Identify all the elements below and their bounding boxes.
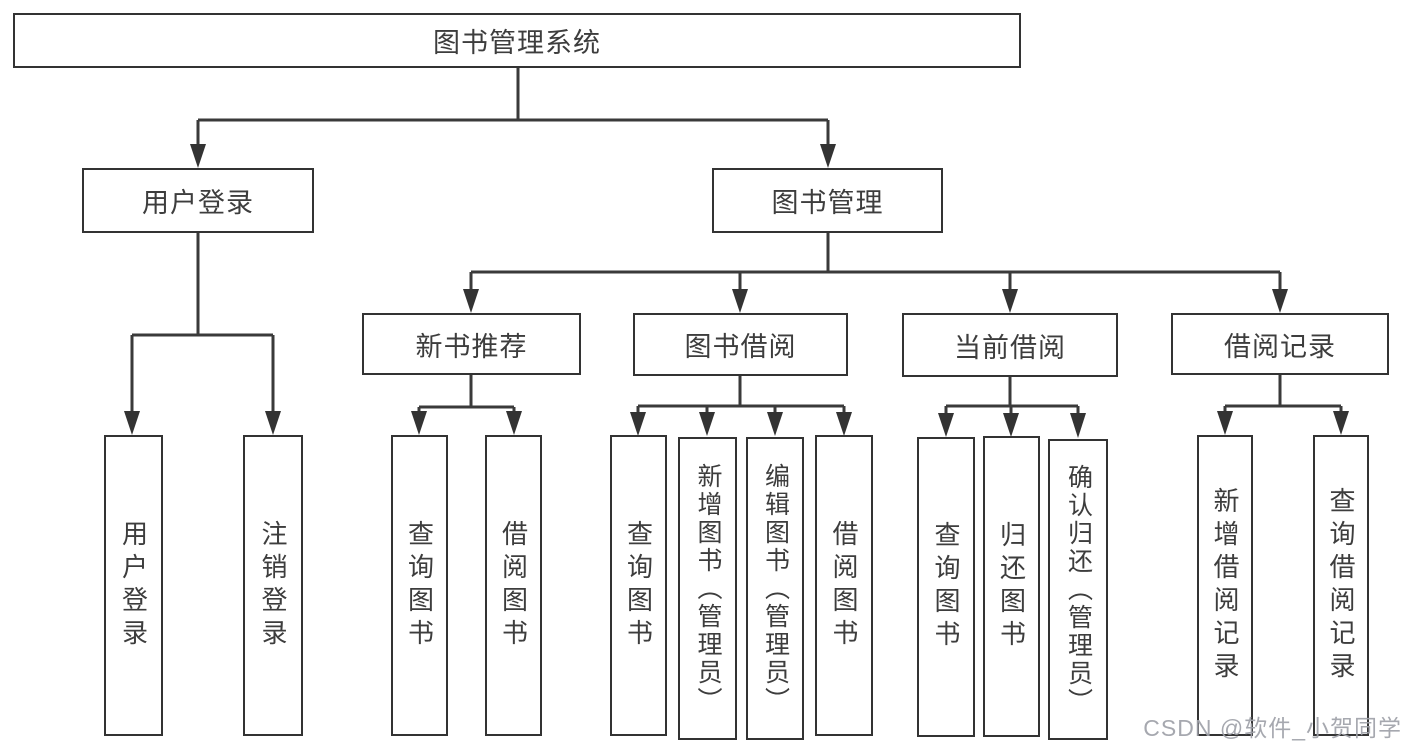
- node-label: 查询图书: [623, 519, 654, 652]
- node-label: 图书借阅: [684, 332, 797, 362]
- node-label: 图书管理系统: [433, 28, 601, 58]
- node-book-management-branch: 图书管理: [712, 168, 943, 233]
- node-user-login-branch: 用户登录: [82, 168, 314, 233]
- node-label: 用户登录: [118, 519, 149, 652]
- node-borrowing-records: 借阅记录: [1171, 313, 1389, 375]
- node-label: 图书管理: [771, 188, 884, 218]
- leaf-nbr-query-books: 查询图书: [391, 435, 448, 736]
- node-label: 用户登录: [142, 188, 254, 218]
- leaf-user-login: 用户登录: [104, 435, 163, 736]
- leaf-cb-query-books: 查询图书: [917, 437, 975, 737]
- leaf-bb-edit-book-admin: 编辑图书（管理员）: [746, 437, 804, 740]
- node-label: 借阅记录: [1224, 331, 1336, 362]
- node-label: 查询图书: [404, 519, 435, 652]
- node-label: 确认归还（管理员）: [1064, 463, 1093, 716]
- leaf-logout: 注销登录: [243, 435, 303, 736]
- node-label: 查询图书: [931, 521, 961, 653]
- node-new-book-recommend: 新书推荐: [362, 313, 581, 375]
- leaf-bb-query-books: 查询图书: [610, 435, 667, 736]
- node-label: 查询借阅记录: [1326, 486, 1356, 685]
- node-label: 新书推荐: [415, 331, 528, 362]
- node-label: 当前借阅: [954, 332, 1066, 363]
- leaf-cb-return-books: 归还图书: [983, 436, 1040, 737]
- leaf-bb-add-book-admin: 新增图书（管理员）: [678, 437, 737, 740]
- leaf-cb-confirm-return-admin: 确认归还（管理员）: [1048, 439, 1108, 740]
- leaf-bb-borrow-books: 借阅图书: [815, 435, 873, 736]
- leaf-br-add-record: 新增借阅记录: [1197, 435, 1253, 736]
- node-label: 编辑图书（管理员）: [761, 462, 790, 715]
- leaf-br-query-record: 查询借阅记录: [1313, 435, 1369, 736]
- node-label: 借阅图书: [829, 519, 859, 652]
- node-book-borrowing: 图书借阅: [633, 313, 848, 376]
- node-label: 借阅图书: [498, 519, 529, 652]
- node-label: 注销登录: [258, 519, 288, 652]
- node-label: 归还图书: [996, 520, 1027, 653]
- csdn-watermark: CSDN @软件_小贺同学: [1143, 715, 1402, 741]
- node-current-borrowing: 当前借阅: [902, 313, 1118, 377]
- node-root-library-system: 图书管理系统: [13, 13, 1021, 68]
- leaf-nbr-borrow-books: 借阅图书: [485, 435, 542, 736]
- node-label: 新增图书（管理员）: [694, 462, 722, 715]
- node-label: 新增借阅记录: [1210, 486, 1240, 685]
